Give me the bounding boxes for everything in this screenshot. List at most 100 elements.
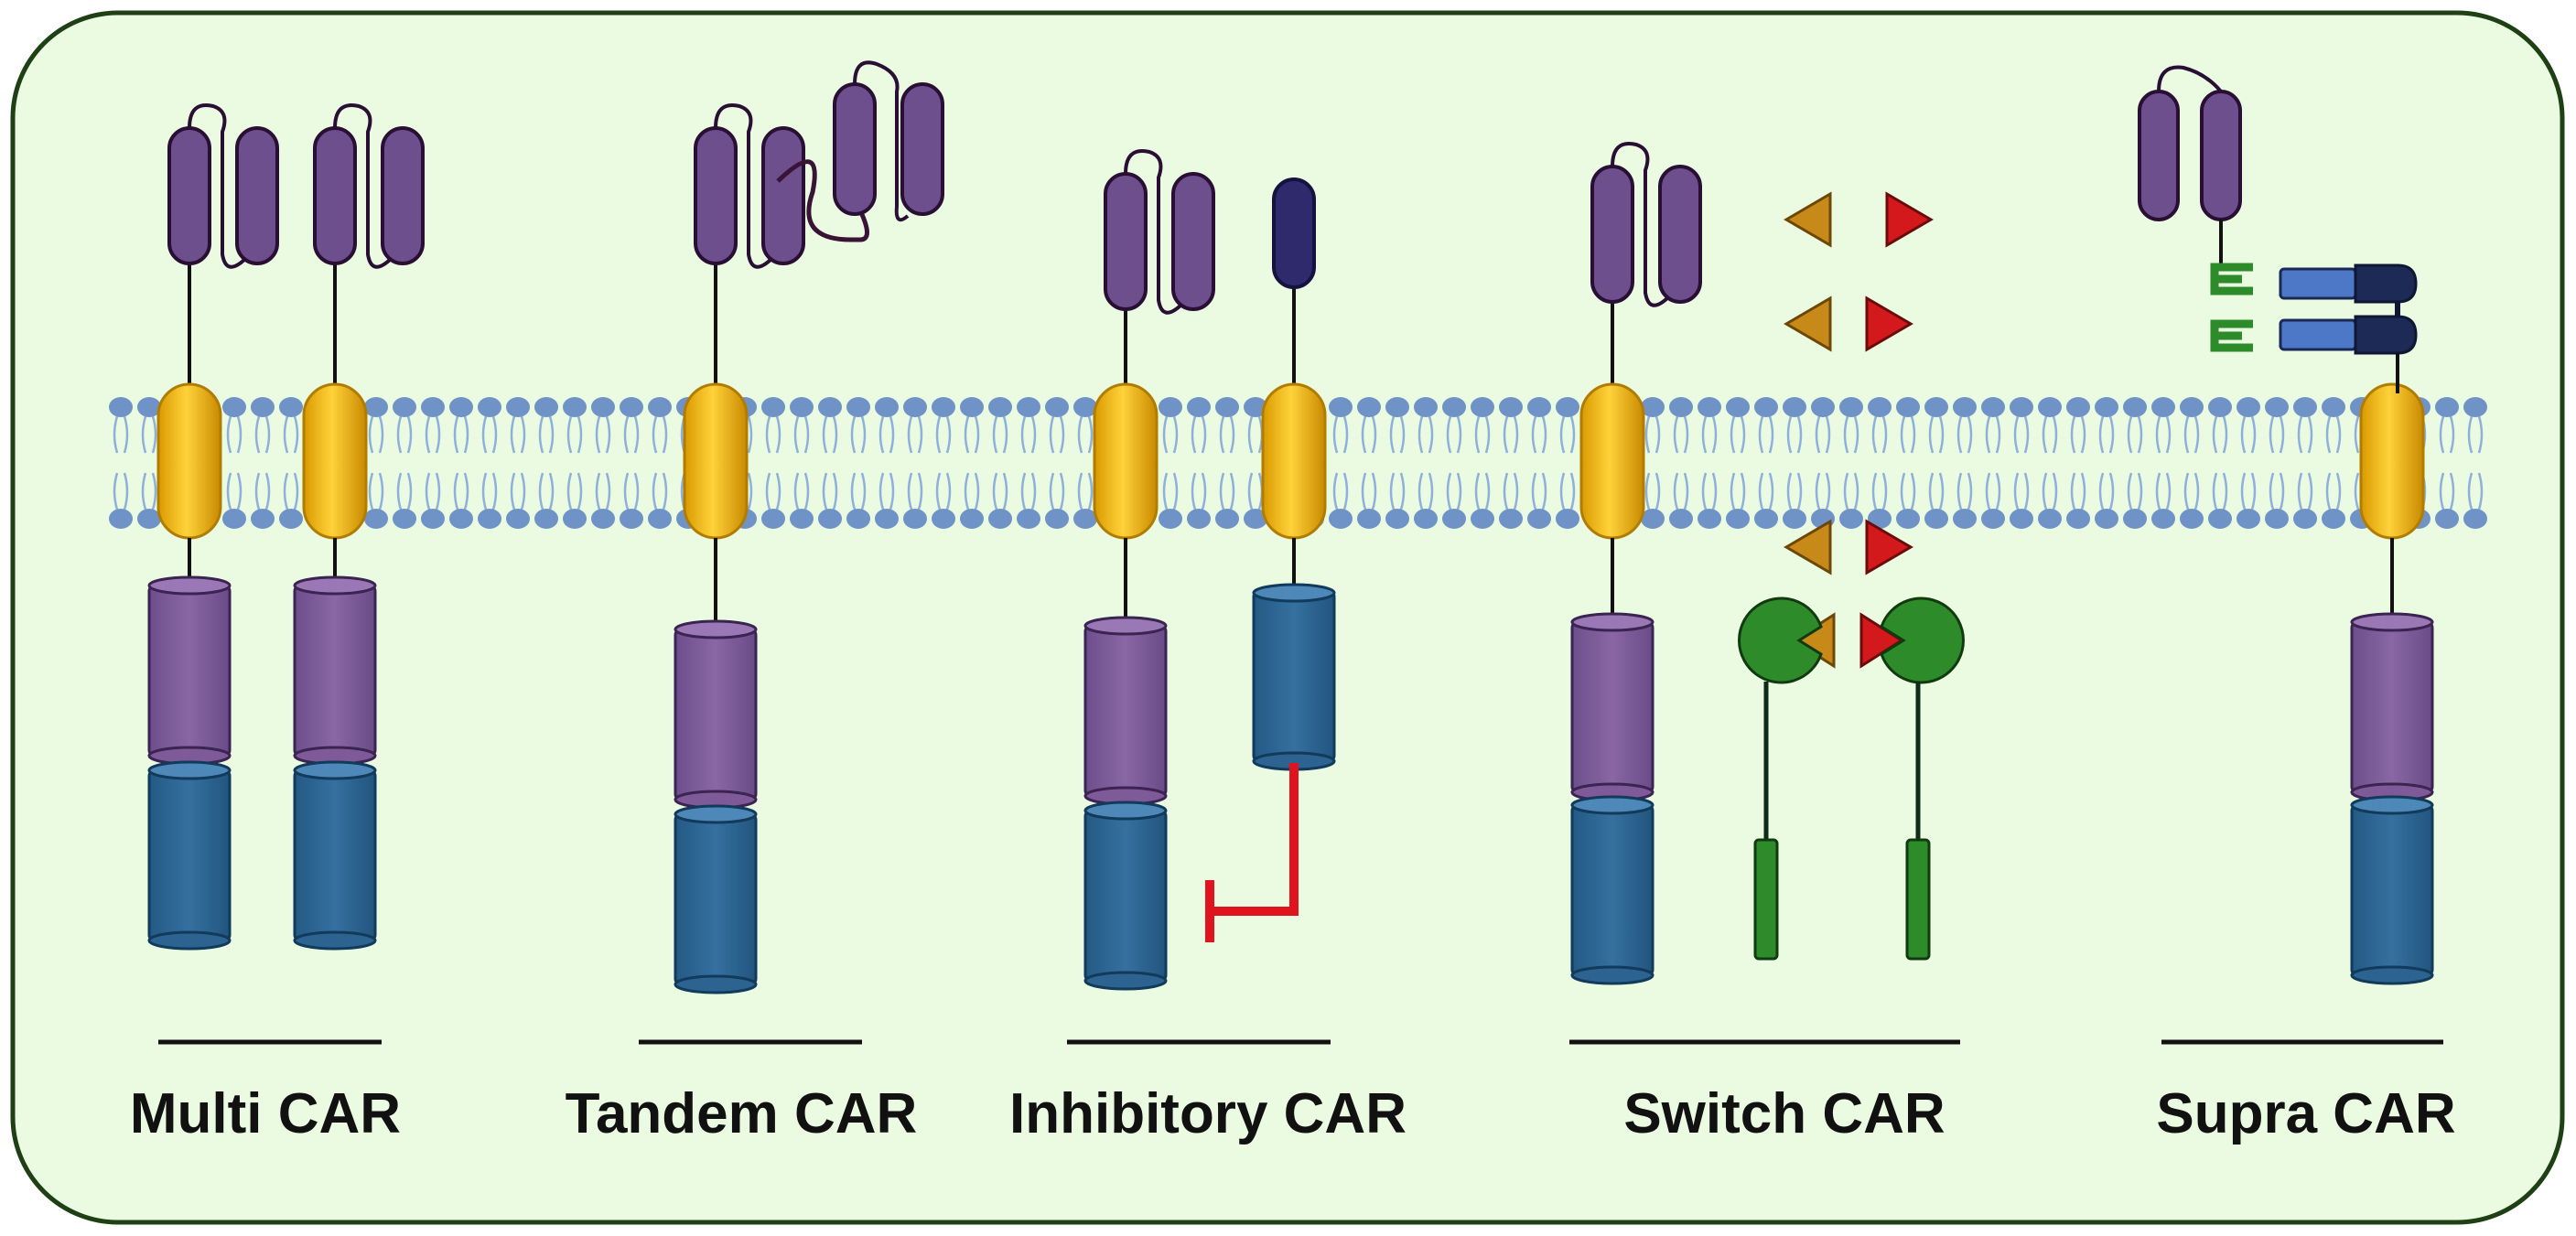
lipid-head (1357, 397, 1381, 417)
lipid-head (478, 397, 501, 417)
lipid-head (2236, 397, 2260, 417)
lipid-head (2151, 509, 2175, 529)
lipid-head (1981, 397, 2005, 417)
lipid-head (1244, 397, 1267, 417)
lipid-tail (1985, 472, 2001, 511)
lipid-head (1754, 509, 1778, 529)
lipid-head (903, 397, 927, 417)
lipid-head (2463, 397, 2487, 417)
lipid-tail (2269, 415, 2285, 454)
lipid-head (137, 397, 161, 417)
lipid-head (1159, 397, 1182, 417)
lipid-head (563, 509, 587, 529)
lipid-head (1527, 509, 1551, 529)
lipid-tail (822, 472, 838, 511)
lipid-tail (510, 415, 526, 454)
lipid-head (1357, 509, 1381, 529)
inhibitory-receptor (1205, 177, 1336, 942)
lipid-tail (623, 472, 640, 511)
lipid-tail (1786, 415, 1803, 454)
lipid-tail (1020, 415, 1037, 454)
lipid-head (903, 509, 927, 529)
lipid-tail (2240, 415, 2257, 454)
lipid-tail (1361, 415, 1377, 454)
lipid-head (1215, 509, 1239, 529)
lipid-tail (1417, 472, 1434, 511)
lipid-head (2293, 509, 2317, 529)
lipid-head (2293, 397, 2317, 417)
lipid-tail (510, 472, 526, 511)
lipid-tail (1332, 415, 1349, 454)
lipid-tail (1417, 415, 1434, 454)
lipid-tail (907, 472, 923, 511)
lipid-tail (1162, 472, 1179, 511)
lipid-tail (1644, 415, 1661, 454)
lipid-tail (2013, 472, 2030, 511)
lipid-head (1442, 509, 1466, 529)
lipid-head (1726, 397, 1750, 417)
lipid-tail (1928, 472, 1945, 511)
lipid-head (1045, 509, 1069, 529)
lipid-head (393, 509, 416, 529)
lipid-head (1839, 397, 1863, 417)
lipid-tail (254, 472, 271, 511)
lipid-tail (538, 472, 555, 511)
lipid-tail (1219, 472, 1235, 511)
lipid-head (222, 397, 246, 417)
label-inhibitory-car: Inhibitory CAR (1009, 1082, 1407, 1145)
lipid-tail (1730, 415, 1746, 454)
lipid-tail (964, 415, 980, 454)
lipid-head (1783, 397, 1806, 417)
lipid-tail (1843, 415, 1859, 454)
lipid-head (1641, 397, 1665, 417)
lipid-tail (566, 415, 583, 454)
lipid-head (279, 397, 303, 417)
lipid-head (1017, 509, 1040, 529)
lipid-head (2123, 397, 2147, 417)
lipid-head (421, 397, 445, 417)
lipid-head (1726, 509, 1750, 529)
lipid-tail (623, 415, 640, 454)
lipid-head (1953, 397, 1977, 417)
multi-car-receptor-1 (147, 103, 279, 951)
lipid-head (1811, 397, 1835, 417)
lipid-tail (1843, 472, 1859, 511)
lipid-tail (2183, 415, 2200, 454)
lipid-tail (1361, 472, 1377, 511)
lipid-tail (878, 415, 895, 454)
lipid-tail (2325, 472, 2342, 511)
lipid-head (1471, 397, 1494, 417)
lipid-tail (2098, 415, 2115, 454)
lipid-tail (850, 415, 867, 454)
lipid-tail (283, 472, 299, 511)
lipid-tail (1871, 415, 1888, 454)
lipid-head (222, 509, 246, 529)
lipid-head (790, 397, 814, 417)
lipid-tail (1559, 415, 1576, 454)
lipid-tail (1701, 472, 1718, 511)
lipid-tail (964, 472, 980, 511)
lipid-tail (425, 415, 441, 454)
lipid-head (2010, 509, 2033, 529)
label-supra-car: Supra CAR (2156, 1082, 2456, 1145)
lipid-head (137, 509, 161, 529)
lipid-tail (1219, 415, 1235, 454)
lipid-head (1556, 397, 1579, 417)
lipid-tail (1673, 472, 1689, 511)
lipid-tail (2297, 472, 2313, 511)
lipid-head (1471, 509, 1494, 529)
lipid-head (1754, 397, 1778, 417)
lipid-head (563, 397, 587, 417)
lipid-tail (396, 415, 413, 454)
lipid-tail (2042, 472, 2058, 511)
lipid-tail (2127, 472, 2143, 511)
lipid-head (1187, 509, 1211, 529)
lipid-tail (2155, 415, 2172, 454)
lipid-tail (1191, 415, 1207, 454)
lipid-tail (793, 472, 810, 511)
lipid-head (1924, 509, 1948, 529)
lipid-head (761, 509, 785, 529)
lipid-head (591, 509, 615, 529)
lipid-head (2208, 397, 2232, 417)
